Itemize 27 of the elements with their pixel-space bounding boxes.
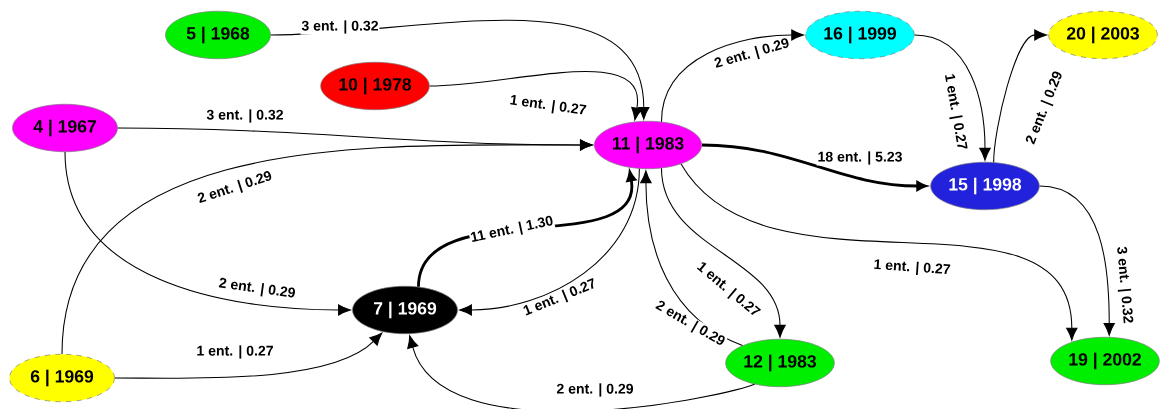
- arrow: [993, 29, 1047, 163]
- edge-label: 1 ent. | 0.27: [940, 71, 970, 153]
- edge-label: 3 ent. | 0.32: [1113, 245, 1135, 325]
- edge-label: 1 ent. | 0.27: [872, 257, 952, 279]
- edge-label: 2 ent. | 0.29: [712, 35, 792, 73]
- arrow: [680, 163, 1078, 341]
- arrow: [660, 167, 786, 338]
- edge-label: 2 ent. | 0.29: [652, 297, 728, 351]
- arrow: [640, 170, 743, 346]
- arrow: [429, 71, 643, 121]
- edge-label: 2 ent. | 0.29: [216, 276, 298, 302]
- edge-label: 1 ent. | 0.27: [507, 93, 589, 119]
- arrow: [701, 143, 927, 191]
- edge-label: 2 ent. | 0.29: [1023, 68, 1067, 148]
- arrow: [64, 151, 351, 316]
- edge-label: 1 ent. | 0.27: [195, 344, 275, 360]
- edge-label: 18 ent. | 5.23: [816, 150, 904, 166]
- edge-label: 1 ent. | 0.27: [520, 276, 600, 320]
- edge-label: 3 ent. | 0.32: [205, 108, 285, 124]
- edge-label: 2 ent. | 0.29: [195, 168, 275, 208]
- arrow: [114, 332, 383, 379]
- arrow: [660, 29, 804, 123]
- edge-label: 3 ent. | 0.32: [300, 19, 380, 35]
- arrow: [914, 34, 991, 161]
- arrow: [407, 335, 756, 409]
- edge-label: 2 ent. | 0.29: [555, 382, 635, 398]
- arrow: [1039, 185, 1115, 336]
